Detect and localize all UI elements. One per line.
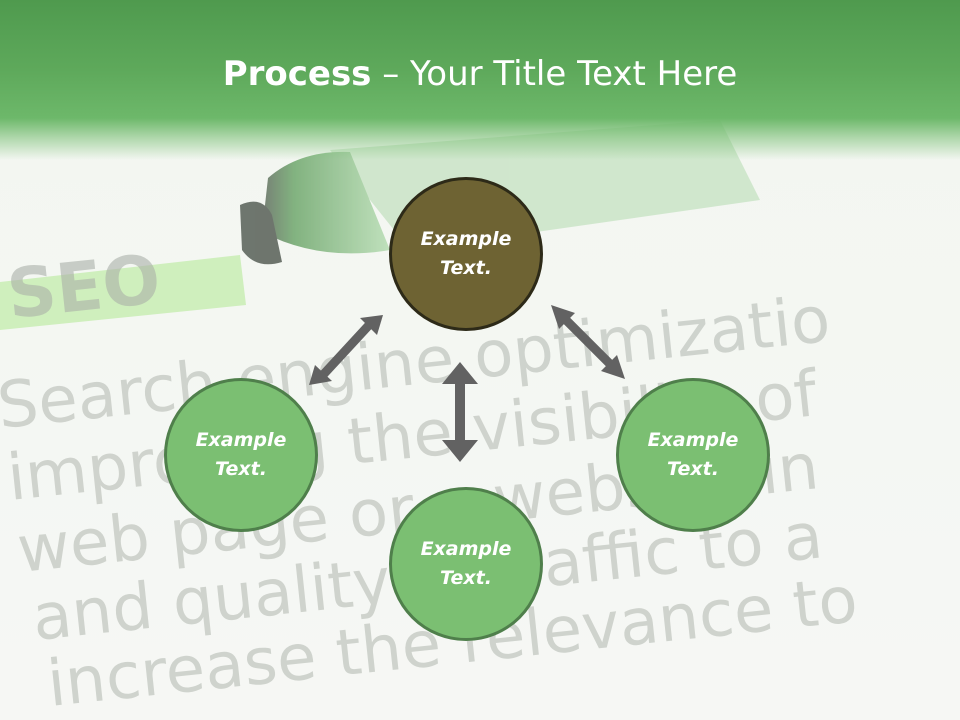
node-text-line: Example — [420, 538, 512, 560]
title-banner — [0, 0, 960, 160]
double-arrow-center-right — [551, 305, 625, 379]
title-bold: Process — [222, 54, 372, 94]
node-text-line: Example — [647, 429, 739, 451]
node-text-line: Text. — [440, 567, 492, 589]
double-arrow-center-left — [309, 315, 383, 385]
node-text-line: Example — [195, 429, 287, 451]
node-text-line: Example — [420, 228, 512, 250]
background-seo-word: SEO — [4, 240, 165, 335]
double-arrow-center-bottom — [442, 362, 478, 462]
slide-title: Process – Your Title Text Here — [0, 52, 960, 96]
node-text-line: Text. — [440, 257, 492, 279]
node-text-line: Text. — [215, 458, 267, 480]
title-rest: – Your Title Text Here — [371, 54, 738, 94]
node-text-line: Text. — [667, 458, 719, 480]
